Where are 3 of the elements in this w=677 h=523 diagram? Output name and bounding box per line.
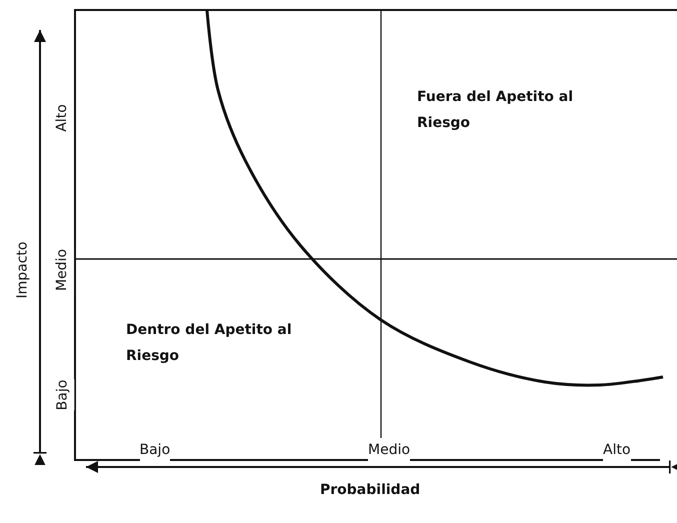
region-label: Fuera del Apetito al Riesgo	[417, 88, 574, 133]
axis-tick-label: Medio	[368, 438, 410, 462]
region-label: Dentro del Apetito al Riesgo	[126, 321, 293, 366]
